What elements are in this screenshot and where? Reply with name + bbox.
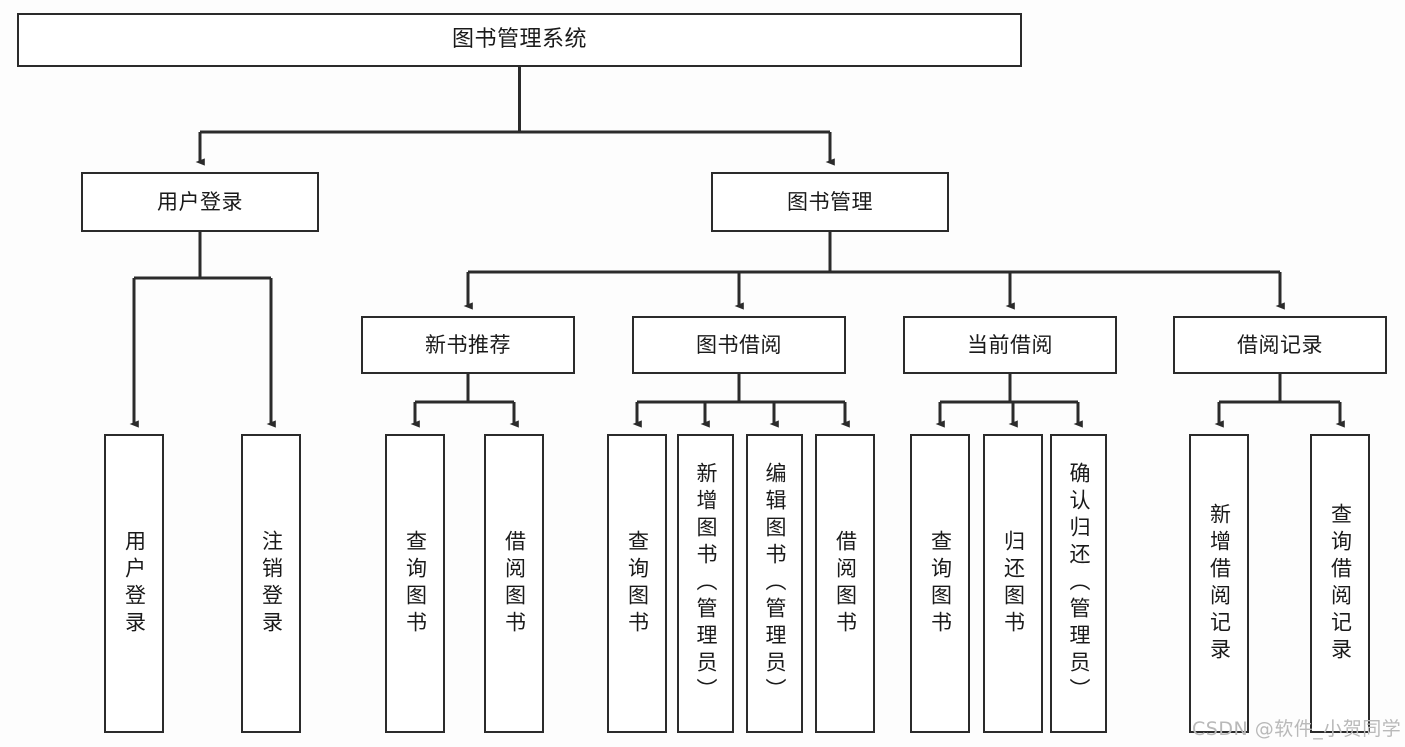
node-leaf-query-book-2-label: 查询图书 bbox=[625, 529, 650, 638]
node-leaf-add-book[interactable]: 新增图书（管理员） bbox=[677, 434, 734, 733]
node-leaf-query-book-2[interactable]: 查询图书 bbox=[607, 434, 667, 733]
node-leaf-return-book[interactable]: 归还图书 bbox=[983, 434, 1043, 733]
node-leaf-borrow-book-1-label: 借阅图书 bbox=[502, 529, 527, 638]
watermark: CSDN @软件_小贺同学 bbox=[1192, 718, 1402, 740]
node-leaf-return-book-label: 归还图书 bbox=[1001, 529, 1026, 638]
node-new-book-recommend-label: 新书推荐 bbox=[425, 332, 511, 357]
node-leaf-query-book-1-label: 查询图书 bbox=[403, 529, 428, 638]
node-current-borrow-label: 当前借阅 bbox=[967, 332, 1053, 357]
node-leaf-add-borrow-record-label: 新增借阅记录 bbox=[1207, 502, 1232, 665]
node-leaf-query-borrow-record[interactable]: 查询借阅记录 bbox=[1310, 434, 1370, 733]
node-leaf-borrow-book-2[interactable]: 借阅图书 bbox=[815, 434, 875, 733]
node-borrow-record-label: 借阅记录 bbox=[1237, 332, 1323, 357]
node-leaf-confirm-return-label: 确认归还（管理员） bbox=[1067, 462, 1091, 705]
node-leaf-add-book-label: 新增图书（管理员） bbox=[694, 462, 718, 705]
node-book-borrow-label: 图书借阅 bbox=[696, 332, 782, 357]
node-leaf-query-borrow-record-label: 查询借阅记录 bbox=[1328, 502, 1353, 665]
node-user-login-label: 用户登录 bbox=[157, 189, 243, 214]
node-leaf-user-login[interactable]: 用户登录 bbox=[104, 434, 164, 733]
node-root-label: 图书管理系统 bbox=[451, 27, 587, 53]
node-leaf-borrow-book-2-label: 借阅图书 bbox=[833, 529, 858, 638]
node-leaf-confirm-return[interactable]: 确认归还（管理员） bbox=[1050, 434, 1107, 733]
node-leaf-add-borrow-record[interactable]: 新增借阅记录 bbox=[1189, 434, 1249, 733]
node-leaf-edit-book[interactable]: 编辑图书（管理员） bbox=[746, 434, 803, 733]
node-book-borrow[interactable]: 图书借阅 bbox=[632, 316, 846, 374]
node-leaf-logout-login[interactable]: 注销登录 bbox=[241, 434, 301, 733]
node-borrow-record[interactable]: 借阅记录 bbox=[1173, 316, 1387, 374]
node-leaf-edit-book-label: 编辑图书（管理员） bbox=[763, 462, 787, 705]
node-root[interactable]: 图书管理系统 bbox=[17, 13, 1022, 67]
node-book-management[interactable]: 图书管理 bbox=[711, 172, 949, 232]
node-leaf-query-book-1[interactable]: 查询图书 bbox=[385, 434, 445, 733]
node-leaf-logout-login-label: 注销登录 bbox=[259, 529, 284, 638]
node-leaf-borrow-book-1[interactable]: 借阅图书 bbox=[484, 434, 544, 733]
node-leaf-query-book-3[interactable]: 查询图书 bbox=[910, 434, 970, 733]
node-user-login[interactable]: 用户登录 bbox=[81, 172, 319, 232]
node-new-book-recommend[interactable]: 新书推荐 bbox=[361, 316, 575, 374]
node-leaf-user-login-label: 用户登录 bbox=[122, 529, 147, 638]
node-current-borrow[interactable]: 当前借阅 bbox=[903, 316, 1117, 374]
node-leaf-query-book-3-label: 查询图书 bbox=[928, 529, 953, 638]
node-book-management-label: 图书管理 bbox=[787, 189, 873, 214]
